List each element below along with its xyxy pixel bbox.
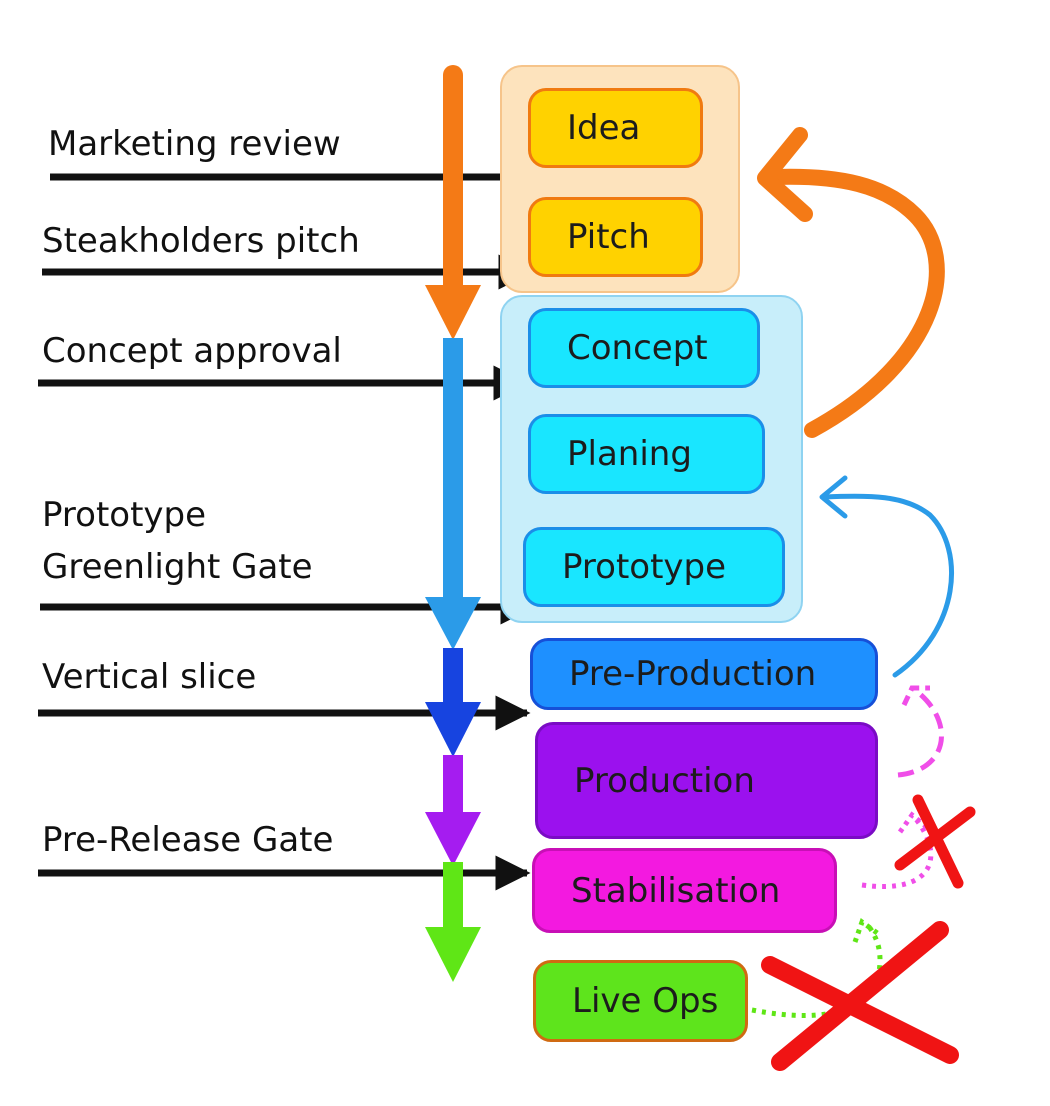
stage-concept[interactable]: Concept <box>528 308 760 388</box>
gate-label-marketing: Marketing review <box>48 124 341 164</box>
stage-prototype[interactable]: Prototype <box>523 527 785 607</box>
stage-pitch-label: Pitch <box>567 217 650 257</box>
stage-concept-label: Concept <box>567 328 708 368</box>
feedback-arrowhead-lightblue <box>819 475 848 519</box>
stage-planing-label: Planing <box>567 434 692 474</box>
feedback-arrow-magenta-dashed <box>897 688 944 778</box>
stage-stabilisation[interactable]: Stabilisation <box>532 848 837 933</box>
gate-label-prototype-line2: Greenlight Gate <box>42 547 313 587</box>
gate-label-vertical: Vertical slice <box>42 657 257 697</box>
timeline-arrowhead-lightblue <box>425 597 481 650</box>
stage-pitch[interactable]: Pitch <box>528 197 703 277</box>
red-cross-large-stroke-1 <box>771 921 949 1071</box>
stage-stabilisation-label: Stabilisation <box>571 870 781 911</box>
stage-liveops[interactable]: Live Ops <box>533 960 748 1042</box>
timeline-arrowhead-green <box>425 927 481 982</box>
stage-preproduction[interactable]: Pre-Production <box>530 638 878 710</box>
gate-label-prototype-line1: Prototype <box>42 495 207 535</box>
feedback-arrowhead-green-dotted <box>852 918 882 943</box>
stage-idea[interactable]: Idea <box>528 88 703 168</box>
feedback-arrowhead-magenta-dotted <box>897 811 930 834</box>
stage-prototype-label: Prototype <box>562 547 727 587</box>
feedback-arrow-lightblue <box>822 493 955 678</box>
gate-label-steakholders: Steakholders pitch <box>42 221 360 261</box>
feedback-arrow-magenta-dotted <box>861 816 934 889</box>
red-cross-large-stroke-2 <box>761 956 959 1064</box>
gate-label-prerelease: Pre-Release Gate <box>42 820 334 860</box>
feedback-arrowhead-orange <box>757 127 813 222</box>
feedback-arrow-green-dotted <box>751 923 883 1018</box>
stage-production-label: Production <box>574 760 755 801</box>
stage-planing[interactable]: Planing <box>528 414 765 494</box>
feedback-arrowhead-magenta-dashed <box>901 685 930 707</box>
timeline-arrowhead-purple <box>425 812 481 866</box>
stage-production[interactable]: Production <box>535 722 878 839</box>
stage-preproduction-label: Pre-Production <box>569 654 817 694</box>
timeline-arrowhead-blue <box>425 702 481 757</box>
red-cross-small-stroke-2 <box>912 794 964 889</box>
stage-liveops-label: Live Ops <box>572 981 719 1021</box>
stage-idea-label: Idea <box>567 108 641 148</box>
feedback-arrow-orange <box>767 168 945 438</box>
timeline-arrowhead-orange <box>425 285 481 340</box>
gate-label-concept: Concept approval <box>42 331 342 371</box>
